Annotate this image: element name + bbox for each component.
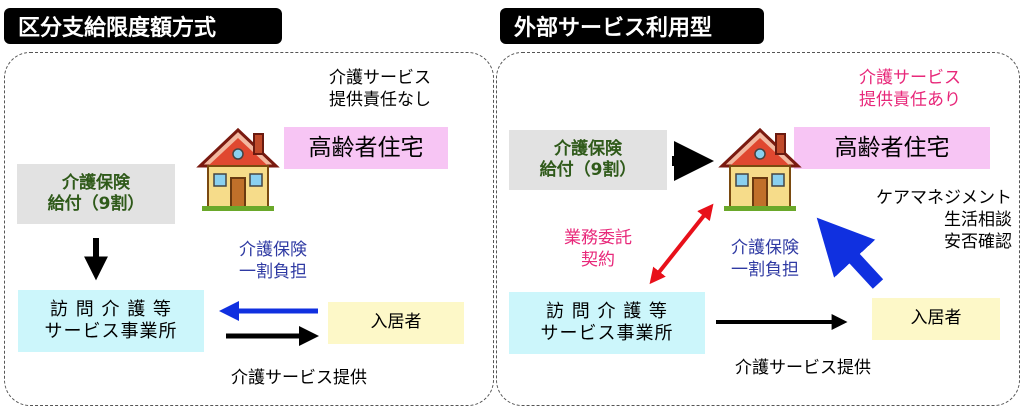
right-responsibility-line1: 介護サービス (859, 68, 961, 88)
right-responsibility-line2: 提供責任あり (859, 89, 961, 110)
right-provider-box: 訪 問 介 護 等 サービス事業所 (509, 292, 705, 354)
left-insurance-line2: 給付（9割） (47, 194, 145, 214)
left-copay-line1: 介護保険 (239, 240, 307, 260)
right-care-line2: 生活相談 (944, 209, 1012, 230)
left-housing-box: 高齢者住宅 (284, 127, 448, 169)
left-responsibility-line2: 提供責任なし (329, 89, 431, 110)
right-housing-box: 高齢者住宅 (794, 127, 990, 169)
left-copay-label: 介護保険 一割負担 (218, 240, 328, 284)
right-care-arrow (816, 217, 884, 289)
right-care-services: ケアマネジメント 生活相談 安否確認 (824, 188, 1012, 253)
right-insurance-box: 介護保険 給付（9割） (509, 130, 667, 190)
left-title: 区分支給限度額方式 (4, 8, 282, 44)
house-icon (718, 127, 802, 211)
left-responsibility-note: 介護サービス 提供責任なし (300, 68, 460, 112)
right-care-line3: 安否確認 (944, 231, 1012, 252)
left-house-icon (190, 122, 286, 214)
left-provider-line1: 訪 問 介 護 等 (50, 298, 172, 320)
right-copay-label: 介護保険 一割負担 (710, 238, 820, 282)
left-resident-box: 入居者 (328, 302, 464, 344)
left-service-label: 介護サービス提供 (231, 368, 367, 388)
left-copay-line2: 一割負担 (239, 261, 307, 282)
right-contract-arrow (649, 203, 714, 285)
left-insurance-box: 介護保険 給付（9割） (17, 164, 175, 224)
right-house-icon (712, 122, 808, 214)
right-provider-line1: 訪 問 介 護 等 (546, 300, 668, 322)
right-insurance-line1: 介護保険 (554, 138, 622, 159)
right-provider-line2: サービス事業所 (540, 323, 674, 344)
right-resident-box: 入居者 (872, 298, 1000, 340)
house-icon (196, 127, 280, 211)
right-contract-line2: 契約 (581, 249, 615, 270)
right-copay-line2: 一割負担 (731, 259, 799, 280)
right-insurance-line2: 給付（9割） (539, 160, 637, 180)
right-care-line1: ケアマネジメント (876, 188, 1012, 208)
left-provider-box: 訪 問 介 護 等 サービス事業所 (18, 290, 204, 352)
right-copay-line1: 介護保険 (731, 238, 799, 258)
left-responsibility-line1: 介護サービス (329, 68, 431, 88)
right-contract-line1: 業務委託 (564, 228, 632, 248)
right-responsibility-note: 介護サービス 提供責任あり (830, 68, 990, 112)
right-service-label: 介護サービス提供 (735, 358, 871, 378)
right-contract-label: 業務委託 契約 (548, 228, 648, 272)
left-insurance-line1: 介護保険 (62, 172, 130, 193)
right-title: 外部サービス利用型 (500, 8, 764, 44)
left-provider-line2: サービス事業所 (44, 321, 178, 342)
